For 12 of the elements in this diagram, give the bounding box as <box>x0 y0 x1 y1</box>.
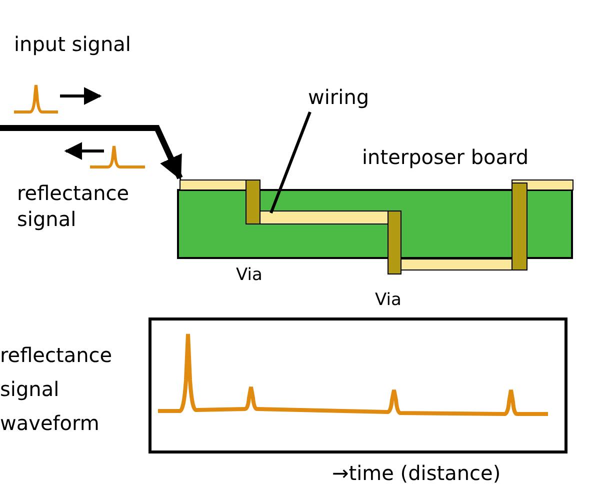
probe-line <box>0 125 183 180</box>
signal-label: input signal <box>14 31 131 57</box>
wiring-trace <box>260 210 388 224</box>
axis-label: reflectance signal waveform <box>0 342 114 437</box>
signal-label: reflectance signal <box>17 180 130 232</box>
leader-line <box>270 111 312 214</box>
axis-label: →time (distance) <box>332 460 501 486</box>
part-label: interposer board <box>362 144 529 170</box>
part-label: Via <box>375 289 402 312</box>
surface-pad <box>180 180 246 190</box>
callout-label: wiring <box>308 84 370 110</box>
part-label: Via <box>236 264 262 287</box>
